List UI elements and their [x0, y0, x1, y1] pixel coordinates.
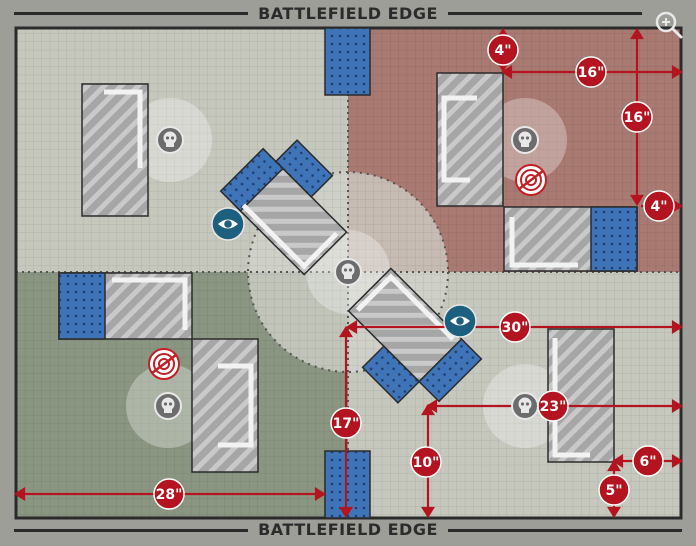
measurement-badge: 30" [499, 311, 531, 343]
top-edge-line-left [14, 12, 254, 15]
bottom-edge-line-right [442, 529, 682, 532]
measurement-badge: 5" [598, 474, 630, 506]
zoom-in-icon[interactable] [652, 8, 686, 42]
measurement-badge: 16" [575, 56, 607, 88]
measurement-label: 10" [413, 455, 440, 471]
skull-icon [154, 392, 182, 420]
top-battlefield-edge-label: BATTLEFIELD EDGE [0, 4, 696, 23]
measurement-badge: 17" [330, 407, 362, 439]
ruin-top-right [436, 72, 504, 207]
measure-badges: 4" 16" 16" 4" 30" 17" 10" 23" 28" 6" 5" [153, 34, 675, 510]
skull-icon [511, 392, 539, 420]
crossed-target-icon [515, 164, 547, 196]
bottom-battlefield-edge-label: BATTLEFIELD EDGE [0, 520, 696, 539]
measurement-label: 17" [333, 416, 360, 432]
measurement-label: 4" [650, 199, 667, 215]
measurement-badge: 28" [153, 478, 185, 510]
measurement-badge: 4" [643, 190, 675, 222]
measurement-label: 23" [540, 399, 567, 415]
measurement-label: 30" [502, 320, 529, 336]
objective-markers [154, 126, 539, 420]
measurement-label: 4" [494, 43, 511, 59]
ruin-center-lower-right [347, 267, 483, 404]
ruin-bottom-left [191, 338, 259, 473]
measurement-label: 6" [639, 454, 656, 470]
measurement-label: 5" [605, 483, 622, 499]
skull-icon [156, 126, 184, 154]
ruin-bottom-center-cover [324, 450, 371, 519]
skull-icon [511, 126, 539, 154]
measurement-badge: 16" [621, 101, 653, 133]
top-edge-line-right [442, 12, 642, 15]
skull-icon [334, 258, 362, 286]
measurement-badge: 10" [410, 446, 442, 478]
eye-icon [443, 304, 477, 338]
ruin-top-left [81, 83, 149, 217]
bottom-edge-line-left [14, 529, 254, 532]
ruin-center-upper-left [219, 139, 348, 276]
crossed-target-icon [148, 348, 180, 380]
ruin-right-middle [503, 206, 638, 272]
measurement-label: 16" [578, 65, 605, 81]
measurement-badge: 6" [632, 445, 664, 477]
eye-icon [211, 207, 245, 241]
ruin-left-middle [58, 272, 193, 340]
measurement-badge: 4" [487, 34, 519, 66]
measurement-badge: 23" [537, 390, 569, 422]
measurement-label: 28" [156, 487, 183, 503]
ruin-top-center-cover [324, 27, 371, 96]
measurement-label: 16" [624, 110, 651, 126]
